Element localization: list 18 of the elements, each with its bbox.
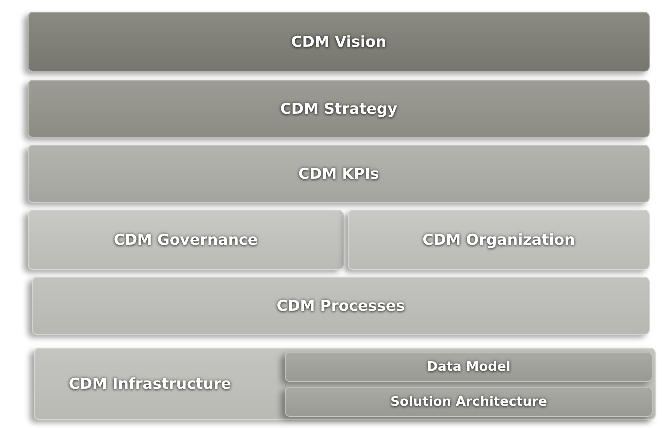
layer-label: CDM KPIs	[298, 165, 380, 183]
layer-band	[285, 352, 653, 382]
layer-band	[28, 12, 650, 72]
layer-band	[28, 210, 344, 270]
layer-band	[348, 210, 650, 270]
layer-label: CDM Strategy	[280, 100, 398, 118]
layer-label: Solution Architecture	[390, 394, 548, 410]
layer-band	[285, 387, 653, 417]
layer-label: CDM Processes	[276, 297, 406, 315]
layer-band	[28, 80, 650, 138]
layer-band	[28, 145, 650, 203]
layer-label: CDM Vision	[291, 33, 387, 51]
layer-band	[32, 277, 650, 335]
layer-label: Data Model	[427, 360, 511, 374]
layer-band	[34, 348, 656, 420]
layer-label: CDM Infrastructure	[69, 375, 232, 393]
layer-label: CDM Organization	[422, 231, 576, 249]
layer-label: CDM Governance	[114, 231, 258, 249]
